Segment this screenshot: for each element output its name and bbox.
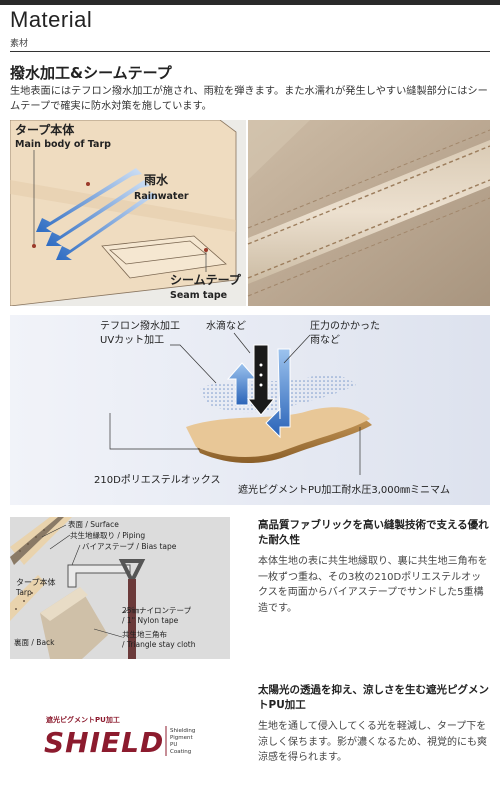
rain-leader-dot <box>86 182 90 186</box>
shield-logo: 遮光ピグメントPU加工 SHIELD Shielding Pigment PU … <box>44 715 195 758</box>
nylon-label-1: 25㎜ナイロンテープ <box>122 606 192 615</box>
piping-stripe <box>10 517 64 565</box>
seam-label-jp: シームテープ <box>170 272 242 287</box>
durability-body: 本体生地の表に共生地縁取り、裏に共生地三角布を一枚ずつ重ね、その3枚の210Dポ… <box>258 556 488 614</box>
durability-title: 高品質ファブリックを高い縫製技術で支える優れた耐久性 <box>258 519 489 546</box>
stay-leader <box>93 628 123 638</box>
seam-tape-figure: タープ本体 Main body of Tarp 雨水 Rainwater シーム… <box>10 120 490 306</box>
seam-photo <box>247 120 490 306</box>
tarp-fold-shape <box>10 180 236 232</box>
top-bar <box>0 0 500 5</box>
page-subtitle: 素材 <box>10 39 29 49</box>
back-label: 裏面 / Back <box>14 637 55 647</box>
drops-label: 水滴など <box>206 319 246 332</box>
stay-cloth-highlight <box>40 587 88 621</box>
header-divider <box>10 51 490 52</box>
tarp-label-en-small: Tarp <box>15 588 32 597</box>
bias-leader <box>71 544 81 566</box>
shield-side-2: Pigment <box>170 735 193 741</box>
pu-label: 遮光ピグメントPU加工耐水圧3,000㎜ミニマム <box>238 483 450 496</box>
pressure-label-2: 雨など <box>310 334 340 346</box>
pressure-label-1: 圧力のかかった <box>310 319 380 332</box>
shield-block: 太陽光の透過を抑え、涼しさを生む遮光ピグメントPU加工 生地を通して侵入してくる… <box>258 683 490 766</box>
pressure-leader-line <box>283 334 311 364</box>
rain-label-jp: 雨水 <box>144 172 169 187</box>
water-drop-arrows-icon <box>226 344 291 439</box>
section-lead: 生地表面にはテフロン撥水加工が施され、雨粒を弾きます。また水濡れが発生しやすい縫… <box>10 86 488 112</box>
stay-label-2: / Triangle stay cloth <box>122 640 196 649</box>
drops-leader-line <box>233 332 251 354</box>
fabric-layer-figure: テフロン撥水加工 UVカット加工 水滴など 圧力のかかった 雨など 210Dポリ… <box>10 315 490 505</box>
tarp-label-en: Main body of Tarp <box>15 139 111 150</box>
coating-label-1: テフロン撥水加工 <box>100 319 180 332</box>
piping-leader <box>49 534 71 550</box>
bias-label: バイアステープ / Bias tape <box>82 542 177 551</box>
nylon-label-2: / 1" Nylon tape <box>122 616 179 625</box>
bias-tape-shape <box>67 564 131 588</box>
tarp-leader-dot <box>32 244 36 248</box>
fabric-label: 210Dポリエステルオックス <box>94 474 221 486</box>
nylon-tape-shape <box>128 579 136 659</box>
page-title: Material <box>10 7 93 32</box>
seam-tape-shape <box>101 235 227 279</box>
section-title: 撥水加工&シームテープ <box>10 64 172 82</box>
rain-arrows-icon <box>36 168 158 260</box>
shield-tagline: 遮光ピグメントPU加工 <box>46 715 120 724</box>
durability-block: 高品質ファブリックを高い縫製技術で支える優れた耐久性 本体生地の表に共生地縁取り… <box>258 518 490 616</box>
rain-label-en: Rainwater <box>134 191 189 202</box>
stay-label-1: 共生地三角布 <box>122 629 167 639</box>
stitch-dots <box>15 529 45 610</box>
seam-construction-figure: 表面 / Surface 共生地縁取り / Piping バイアステープ / B… <box>10 517 230 659</box>
shield-wordmark: SHIELD <box>44 726 164 758</box>
shield-body: 生地を通して侵入してくる光を軽減し、タープ下を涼しく保ちます。影が濃くなるため、… <box>258 721 487 763</box>
tarp-label-jp-small: タープ本体 <box>16 577 56 587</box>
piping-label: 共生地縁取り / Piping <box>70 530 145 540</box>
tarp-label-jp: タープ本体 <box>15 122 75 137</box>
triangle-ring-icon <box>118 559 146 586</box>
fabric-leader-line <box>109 413 200 450</box>
coating-leader-line <box>170 344 217 384</box>
seam-label-en: Seam tape <box>170 290 227 301</box>
coating-label-2: UVカット加工 <box>100 334 164 346</box>
shield-title: 太陽光の透過を抑え、涼しさを生む遮光ピグメントPU加工 <box>258 684 489 711</box>
seam-leader-dot <box>204 248 208 252</box>
tarp-stripe-bottom <box>10 575 46 621</box>
surface-label: 表面 / Surface <box>68 519 119 529</box>
nylon-leader <box>121 606 135 614</box>
shield-side-4: Coating <box>170 749 191 755</box>
surface-leader <box>41 524 67 538</box>
shield-side-1: Shielding <box>170 728 195 734</box>
shield-side-3: PU <box>170 742 177 748</box>
